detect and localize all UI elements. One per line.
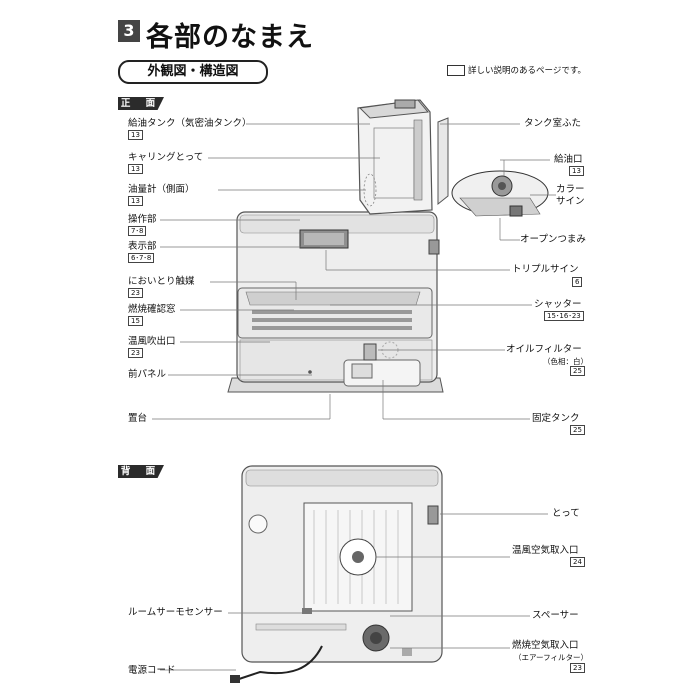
section-subtitle: 外観図・構造図 [118,60,268,84]
label-odor-catalyst: においとり触媒 [128,276,195,287]
label-spacer: スペーサー [532,610,579,621]
label-open-knob: オープンつまみ [520,234,586,245]
page-ref-combustion-window: 15 [128,316,143,326]
label-triple-sign: トリプルサイン [512,264,579,275]
page-ref-odor-catalyst: 23 [128,288,143,298]
label-shutter: シャッター [534,299,582,310]
note-legend-box [447,65,465,76]
page-ref-shutter: 15･16･23 [544,311,584,321]
label-power-cord: 電源コード [128,665,176,676]
label-warm-air-outlet: 温風吹出口 [128,336,176,347]
page-ref-combustion-air-intake: 23 [570,663,585,673]
page-ref-oil-filter: 25 [570,366,585,376]
page-ref-warm-air-outlet: 23 [128,348,143,358]
label-combustion-window: 燃焼確認窓 [128,304,176,315]
page-ref-control: 7･8 [128,226,147,236]
label-tank-lid: タンク室ふた [524,118,582,129]
label-carry-handle: キャリングとって [128,152,204,163]
label-combustion-air-intake: 燃焼空気取入口 [512,640,579,651]
page-title: 各部のなまえ [146,22,314,53]
label-control: 操作部 [128,214,157,225]
label-oil-filter: オイルフィルター [506,344,582,355]
back-view-tag: 背 面 [118,465,164,478]
page-ref-triple-sign: 6 [572,277,583,287]
back-heater-drawing [160,465,548,683]
note-combustion-air-intake: （エアーフィルター） [514,653,588,662]
label-oil-tray: 置台 [128,413,148,424]
page-ref-display: 6･7･8 [128,253,155,263]
page-ref-supply-tank: 13 [128,130,143,140]
label-fixed-tank: 固定タンク [532,413,580,424]
label-supply-tank: 給油タンク（気密油タンク） [128,118,252,129]
label-oil-gauge: 油量計（側面） [128,184,195,195]
note-legend-text: 詳しい説明のあるページです。 [468,66,586,76]
label-collar-sign: カラー サイン [556,184,585,207]
section-number: 3 [118,20,140,42]
label-display: 表示部 [128,241,157,252]
page-ref-carry-handle: 13 [128,164,143,174]
page-ref-fixed-tank: 25 [570,425,585,435]
front-heater-drawing [152,99,556,420]
note-oil-filter: （色相：白） [543,357,588,366]
label-front-panel: 前パネル [128,369,167,380]
page-ref-fill-port: 13 [569,166,584,176]
label-warm-air-intake: 温風空気取入口 [512,545,579,556]
page-ref-oil-gauge: 13 [128,196,143,206]
label-fill-port: 給油口 [554,154,583,165]
front-view-tag: 正 面 [118,97,164,110]
page-ref-warm-air-intake: 24 [570,557,585,567]
label-handle: とって [552,508,580,519]
label-room-sensor: ルームサーモセンサー [128,607,223,618]
